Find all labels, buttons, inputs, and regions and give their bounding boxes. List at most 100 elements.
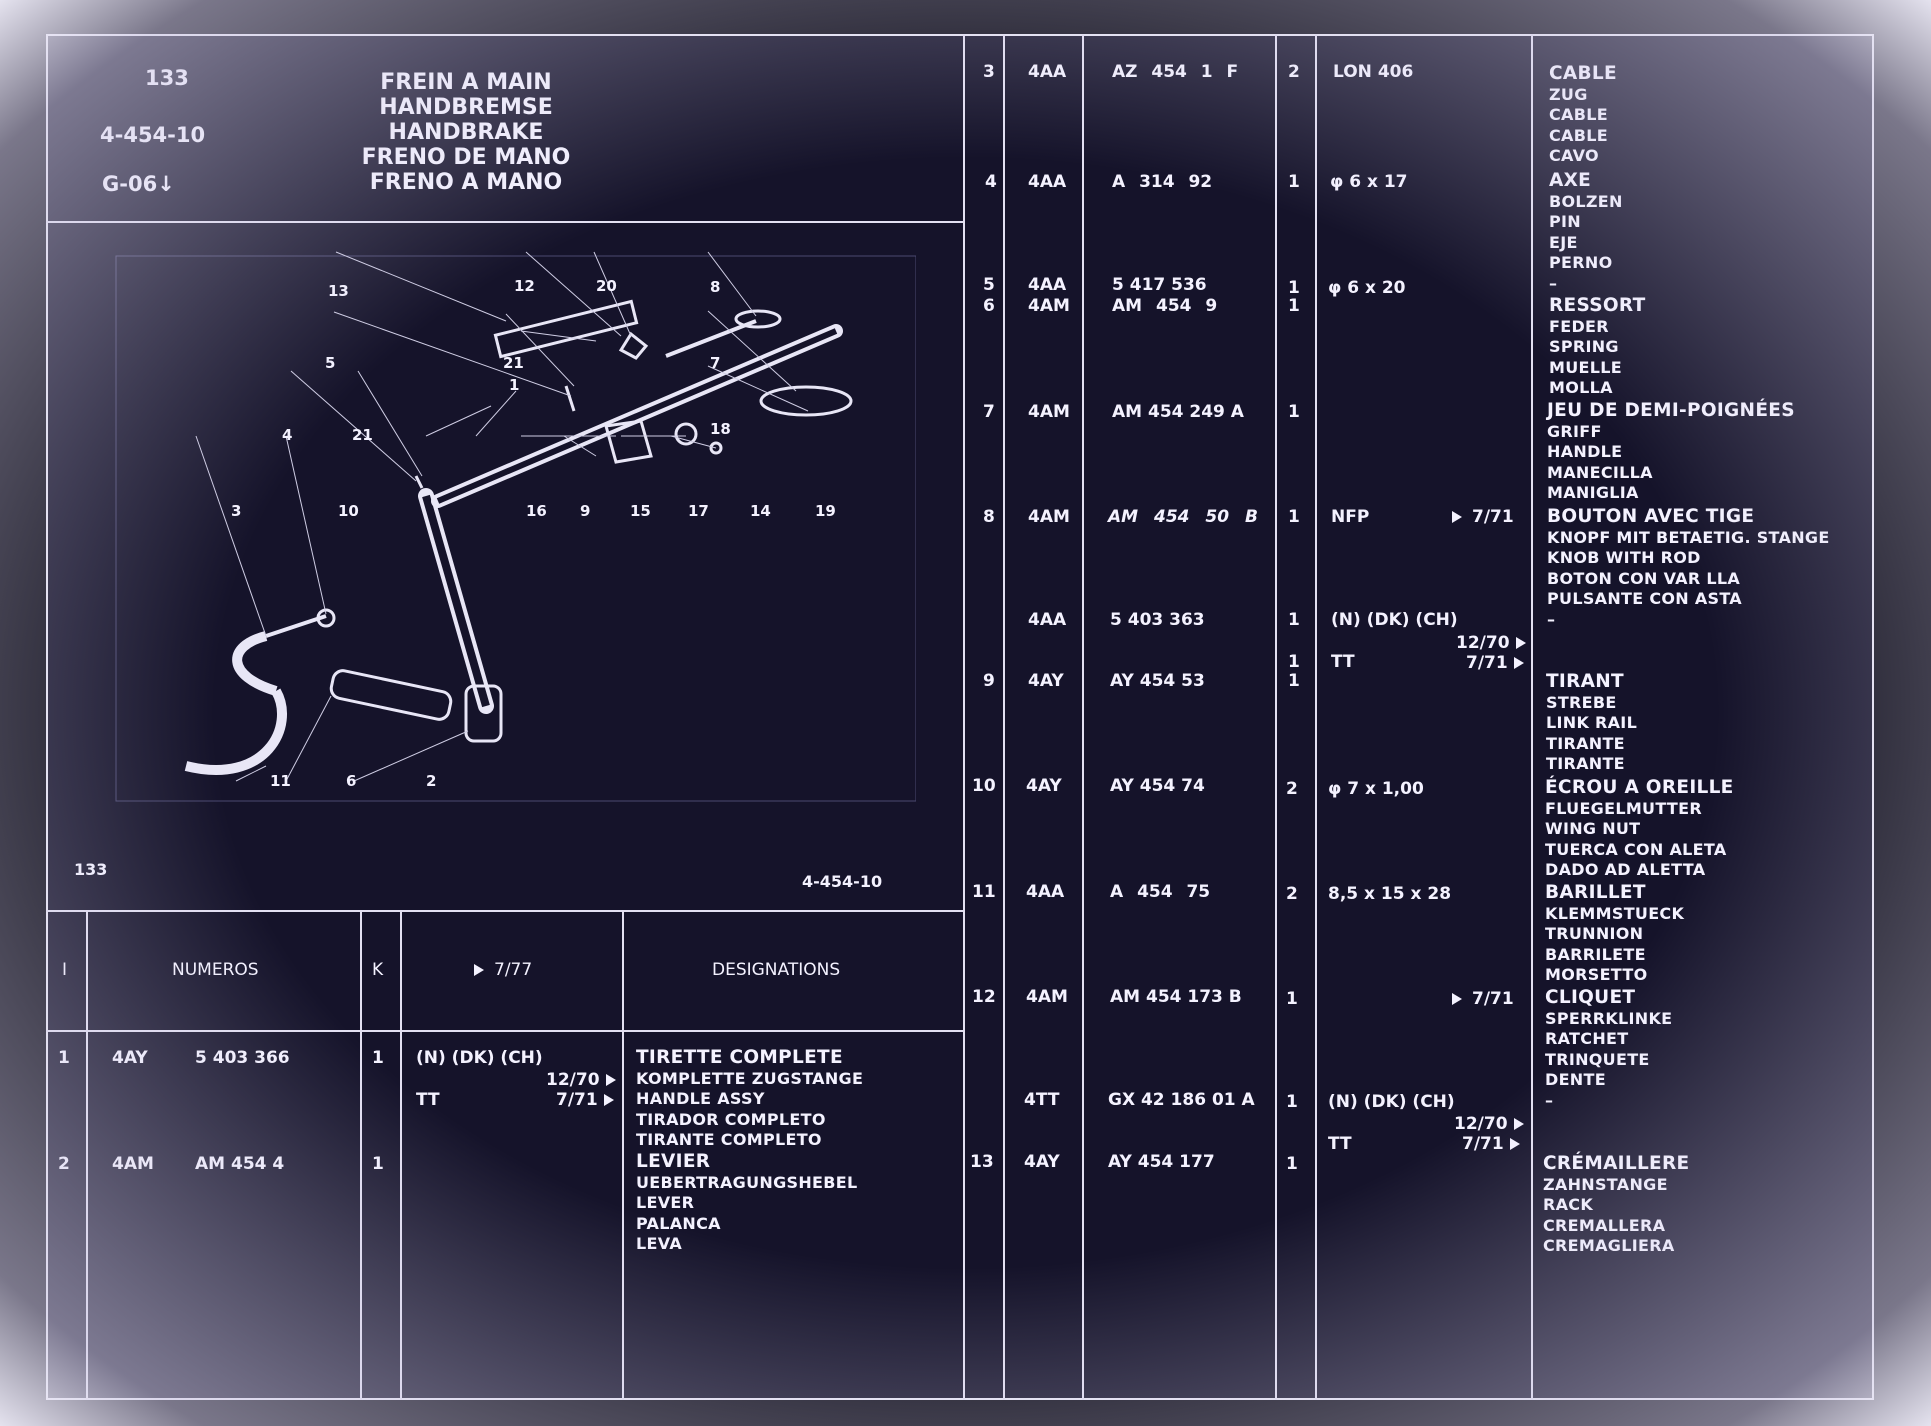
desig-9-de: ZAHNSTANGE bbox=[1543, 1174, 1668, 1194]
desig-0-de: ZUG bbox=[1549, 84, 1588, 104]
designation-tirant: TIRANT STREBE LINK RAIL TIRANTE TIRANTE bbox=[1546, 671, 1637, 775]
col-head-index: I bbox=[62, 960, 68, 980]
designation-cliquet: CLIQUET SPERRKLINKE RATCHET TRINQUETE DE… bbox=[1545, 987, 1672, 1112]
desig-5-it: TIRANTE bbox=[1546, 754, 1625, 774]
row8-date: 7/71 bbox=[1452, 507, 1514, 527]
designation-ecrou: ÉCROU A OREILLE FLUEGELMUTTER WING NUT T… bbox=[1545, 777, 1734, 881]
arrow-right-icon bbox=[1515, 637, 1526, 649]
desig-1-fr: AXE bbox=[1549, 170, 1592, 191]
designation-cable: CABLE ZUG CABLE CABLE CAVO bbox=[1549, 63, 1617, 167]
row6-index: 6 bbox=[983, 296, 995, 316]
callout-21b: 21 bbox=[352, 426, 373, 444]
row11-part: A 454 75 bbox=[1110, 882, 1211, 902]
desig-4-de: KNOPF MIT BETAETIG. STANGE bbox=[1547, 527, 1830, 547]
desig-1-es: EJE bbox=[1549, 232, 1578, 252]
desig-5-es: TIRANTE bbox=[1546, 733, 1625, 753]
row10-qty: 2 bbox=[1286, 779, 1298, 799]
rule-rcol-a bbox=[1003, 34, 1005, 1400]
row11-code: 4AA bbox=[1026, 882, 1065, 902]
designation-cremaillere: CRÉMAILLERE ZAHNSTANGE RACK CREMALLERA C… bbox=[1543, 1153, 1690, 1257]
row5-index: 5 bbox=[983, 275, 995, 295]
desig-3-it: MANIGLIA bbox=[1547, 483, 1639, 503]
row3-index: 3 bbox=[983, 62, 995, 82]
desig-9-fr: CRÉMAILLERE bbox=[1543, 1153, 1690, 1174]
desig-7-es: BARRILETE bbox=[1545, 944, 1646, 964]
row9-index: 9 bbox=[983, 671, 995, 691]
row12b-code: 4TT bbox=[1024, 1090, 1060, 1110]
row1-desc-fr: TIRETTE COMPLETE bbox=[636, 1047, 843, 1068]
desig-9-it: CREMAGLIERA bbox=[1543, 1236, 1675, 1256]
desig-8-it: DENTE bbox=[1545, 1070, 1606, 1090]
row1-desc-en: HANDLE ASSY bbox=[636, 1089, 765, 1109]
rule-col-d bbox=[622, 910, 624, 1400]
desig-1-it: PERNO bbox=[1549, 253, 1613, 273]
figure-ref-label: 4-454-10 bbox=[802, 872, 883, 891]
row2-part: AM 454 4 bbox=[195, 1154, 285, 1174]
col-head-qty: K bbox=[372, 960, 384, 980]
row11-note: 8,5 x 15 x 28 bbox=[1328, 884, 1452, 904]
title-de: HANDBREMSE bbox=[379, 95, 553, 120]
arrow-right-icon bbox=[605, 1074, 616, 1086]
desig-9-en: RACK bbox=[1543, 1195, 1594, 1215]
row2-code: 4AM bbox=[112, 1154, 154, 1174]
designation-bouton: BOUTON AVEC TIGE KNOPF MIT BETAETIG. STA… bbox=[1547, 506, 1830, 631]
handbrake-exploded-diagram: 13 12 20 8 5 21 7 1 4 21 18 3 10 16 9 15… bbox=[115, 251, 916, 802]
desig-0-en: CABLE bbox=[1549, 105, 1608, 125]
row7-code: 4AM bbox=[1028, 402, 1070, 422]
col-head-date-text: 7/77 bbox=[494, 960, 533, 980]
row4-code: 4AA bbox=[1028, 172, 1067, 192]
row1-note: (N) (DK) (CH) bbox=[416, 1048, 543, 1068]
desig-8-es: TRINQUETE bbox=[1545, 1049, 1650, 1069]
desig-9-es: CREMALLERA bbox=[1543, 1215, 1666, 1235]
rule-colhead-bottom bbox=[46, 1030, 964, 1032]
row13-qty: 1 bbox=[1286, 1154, 1298, 1174]
row1-date1-text: 12/70 bbox=[546, 1070, 600, 1090]
callout-11: 11 bbox=[270, 772, 291, 790]
row1-qty: 1 bbox=[372, 1048, 384, 1068]
desig-6-de: FLUEGELMUTTER bbox=[1545, 798, 1702, 818]
row1-date2: 7/71 bbox=[556, 1090, 614, 1110]
row12-qty: 1 bbox=[1286, 989, 1298, 1009]
callout-21a: 21 bbox=[503, 354, 524, 372]
row10-code: 4AY bbox=[1026, 776, 1062, 796]
designation-barillet: BARILLET KLEMMSTUECK TRUNNION BARRILETE … bbox=[1545, 882, 1685, 986]
row12-index: 12 bbox=[972, 987, 996, 1007]
desig-6-es: TUERCA CON ALETA bbox=[1545, 839, 1727, 859]
col-head-designations: DESIGNATIONS bbox=[712, 960, 841, 980]
row8b-date2-text: 7/71 bbox=[1466, 653, 1508, 673]
row8-qty: 1 bbox=[1288, 507, 1300, 527]
designation-axe: AXE BOLZEN PIN EJE PERNO – bbox=[1549, 170, 1623, 295]
row8-note: NFP bbox=[1331, 507, 1370, 527]
row1-date1: 12/70 bbox=[546, 1070, 616, 1090]
rule-left-panel-right bbox=[963, 34, 965, 1400]
desig-1-en: PIN bbox=[1549, 212, 1581, 232]
desig-6-it: DADO AD ALETTA bbox=[1545, 860, 1706, 880]
callout-16: 16 bbox=[526, 502, 547, 520]
figure-page-label: 133 bbox=[74, 860, 108, 879]
row8b-qty2: 1 bbox=[1288, 652, 1300, 672]
callout-8: 8 bbox=[710, 278, 720, 296]
row8-date-text: 7/71 bbox=[1472, 507, 1514, 527]
arrow-right-icon bbox=[603, 1094, 614, 1106]
callout-6: 6 bbox=[346, 772, 356, 790]
desig-2-en: SPRING bbox=[1549, 337, 1619, 357]
designation-demi-poignees: JEU DE DEMI-POIGNÉES GRIFF HANDLE MANECI… bbox=[1547, 400, 1795, 504]
callout-4: 4 bbox=[282, 426, 292, 444]
title-it: FRENO A MANO bbox=[369, 170, 563, 195]
arrow-right-icon bbox=[1509, 1138, 1520, 1150]
desig-8-dash: – bbox=[1545, 1090, 1554, 1110]
rule-col-b bbox=[360, 910, 362, 1400]
desig-7-de: KLEMMSTUECK bbox=[1545, 903, 1685, 923]
row12-code: 4AM bbox=[1026, 987, 1068, 1007]
row4-qty: 1 bbox=[1288, 172, 1300, 192]
rule-col-a bbox=[86, 910, 88, 1400]
row1-index: 1 bbox=[58, 1048, 70, 1068]
desig-4-es: BOTON CON VAR LLA bbox=[1547, 568, 1741, 588]
row8b-date1: 12/70 bbox=[1456, 633, 1526, 653]
arrow-right-icon bbox=[474, 964, 484, 976]
row12b-date2: 7/71 bbox=[1462, 1134, 1520, 1154]
desig-1-dash: – bbox=[1549, 273, 1558, 293]
row1-desc-es: TIRADOR COMPLETO bbox=[636, 1109, 826, 1129]
row12b-qty: 1 bbox=[1286, 1092, 1298, 1112]
row2-desc-de: UEBERTRAGUNGSHEBEL bbox=[636, 1172, 858, 1192]
